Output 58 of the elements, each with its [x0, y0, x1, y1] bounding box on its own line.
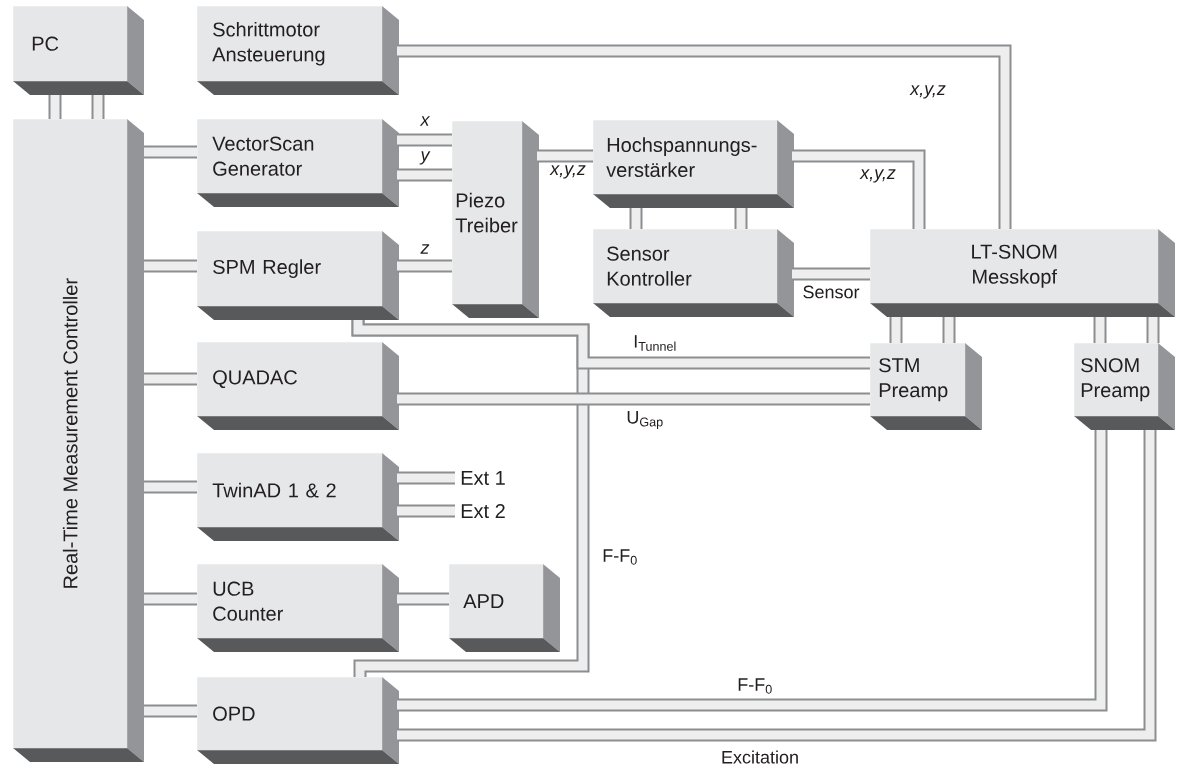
edge-label: Sensor — [803, 285, 860, 299]
connector-pipe — [889, 317, 903, 343]
port-label: Ext 2 — [461, 503, 505, 519]
connector-pipe — [144, 480, 197, 494]
port-label: Ext 1 — [461, 471, 505, 485]
module-box: APD — [449, 564, 560, 652]
connector-pipe — [792, 149, 926, 229]
module-box: Hochspannungs- verstärker — [593, 120, 794, 208]
edge-label: x — [419, 116, 431, 126]
connector-pipe — [397, 392, 870, 406]
connector-pipe — [537, 149, 593, 163]
module-box: SPM Regler — [197, 231, 399, 320]
connector-pipe — [397, 504, 455, 518]
connector-pipe — [734, 208, 748, 229]
connector-pipe — [397, 430, 1108, 712]
connector-pipe — [792, 267, 870, 281]
connector-pipe — [397, 133, 452, 147]
connector-pipe — [942, 317, 956, 343]
edge-label: y — [419, 151, 431, 165]
module-box: OPD — [197, 677, 399, 764]
edge-label: x,y,z — [909, 85, 946, 99]
module-box: SNOM Preamp — [1074, 343, 1175, 430]
connector-pipe — [397, 44, 1012, 229]
connector-pipe — [144, 592, 197, 606]
connector-pipe — [397, 592, 449, 606]
module-box: Piezo Treiber — [452, 121, 539, 318]
edge-label: x,y,z — [549, 165, 586, 179]
connector-pipe — [351, 320, 870, 370]
connector-pipe — [1146, 317, 1160, 343]
edge-label: I$_{Tunnel}$ — [634, 335, 676, 351]
module-box: TwinAD 1 & 2 — [197, 453, 399, 541]
connector-pipe — [144, 259, 197, 273]
connector-pipe — [629, 208, 643, 229]
connector-pipe — [397, 259, 452, 273]
connector-pipe — [48, 95, 62, 119]
module-box: PC — [13, 6, 144, 95]
connector-pipe — [144, 145, 197, 159]
connector-pipe — [397, 430, 1157, 742]
module-box: VectorScan Generator — [197, 119, 399, 207]
module-box: Sensor Kontroller — [593, 229, 794, 317]
module-box: STM Preamp — [870, 343, 982, 430]
edge-label: U$_{Gap}$ — [627, 411, 663, 429]
connector-pipe — [1093, 317, 1107, 343]
edge-label: F-F$_{0}$ — [738, 678, 772, 694]
connector-pipe — [91, 95, 105, 119]
module-box: QUADAC — [197, 342, 399, 430]
edge-label: z — [420, 244, 430, 254]
module-box: Real-Time Measurement Controller — [13, 119, 144, 762]
connector-pipe — [397, 471, 455, 485]
module-box: UCB Counter — [197, 564, 399, 652]
edge-label: F-F$_{0}$ — [603, 549, 637, 565]
edge-label: Excitation — [722, 750, 798, 764]
connector-pipe — [397, 168, 452, 182]
edge-label: x,y,z — [859, 169, 896, 183]
module-box: Schrittmotor Ansteuerung — [197, 6, 399, 95]
module-box: LT-SNOM Messkopf — [870, 229, 1175, 317]
connector-pipe — [144, 372, 197, 386]
connector-pipe — [144, 704, 197, 718]
